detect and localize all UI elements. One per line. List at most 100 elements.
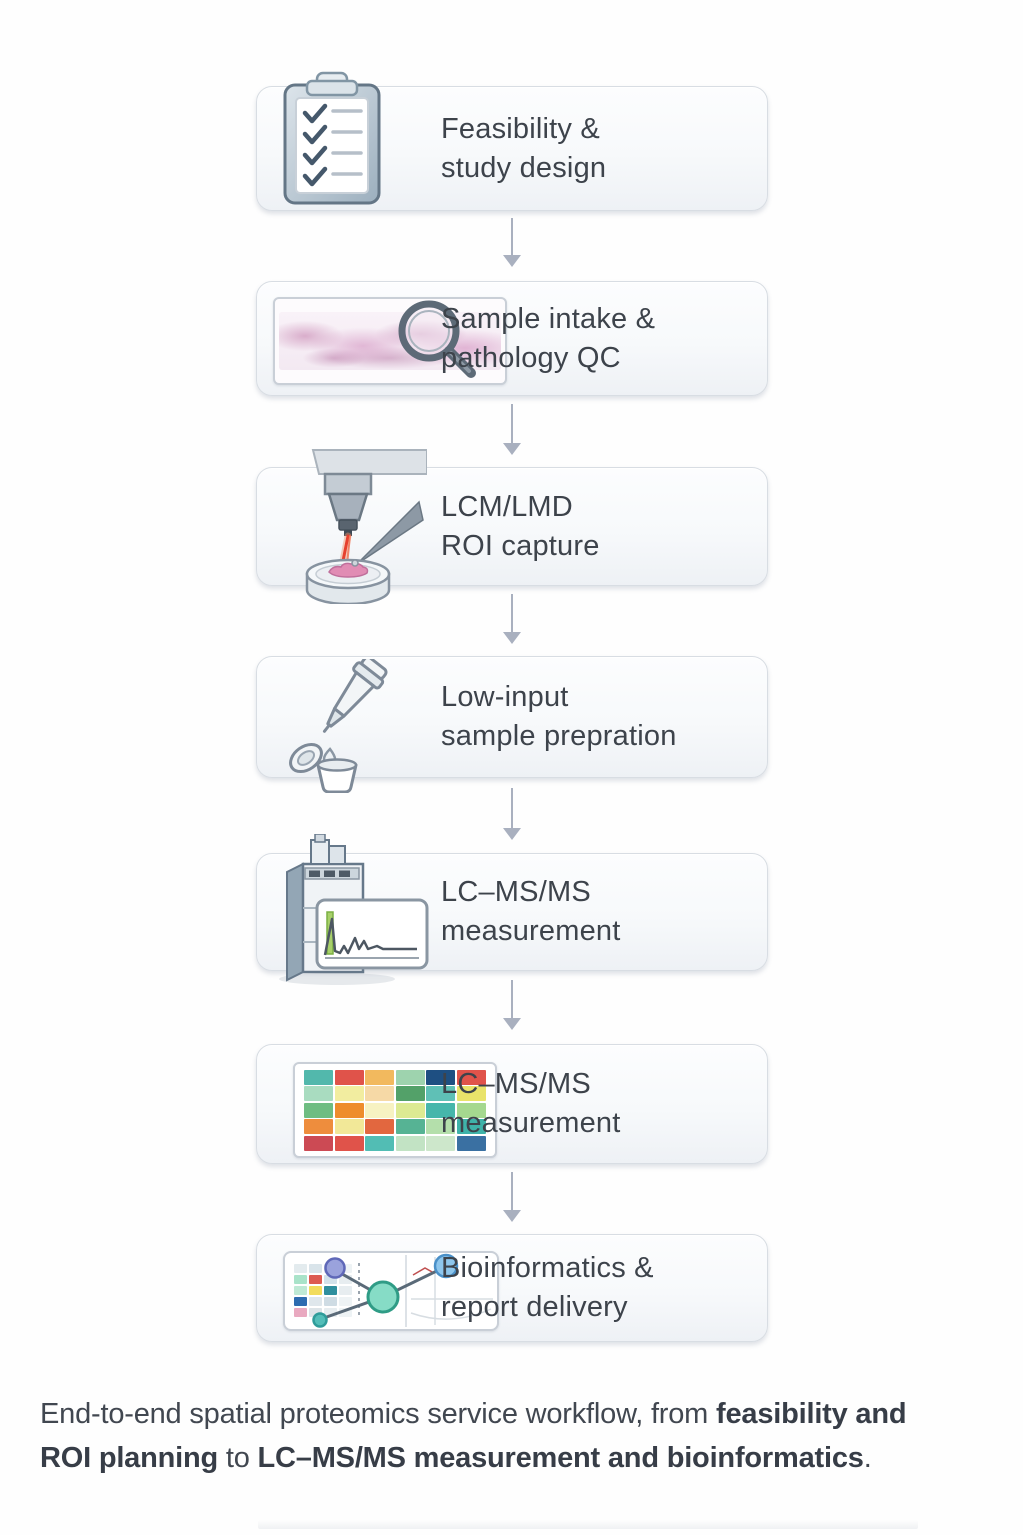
heatmap-cell — [365, 1086, 395, 1101]
arrow-head — [503, 1210, 521, 1222]
caption-bold-feasibility: feasibility and ROI planning — [40, 1398, 907, 1474]
mini-heatmap-cell — [309, 1275, 322, 1284]
heatmap-cell — [456, 1135, 486, 1151]
step-label-line2: report delivery — [441, 1291, 628, 1323]
arrow-shaft — [511, 788, 513, 828]
magnifier-icon — [398, 300, 476, 378]
clipboard-checklist-icon — [283, 71, 381, 205]
heatmap-cell — [304, 1069, 334, 1085]
mini-heatmap-cell — [324, 1297, 337, 1306]
heatmap-cell — [304, 1135, 334, 1151]
flow-arrow — [502, 218, 522, 267]
arrow-head — [503, 632, 521, 644]
step-label-line1: Feasibility & — [441, 112, 600, 145]
heatmap-cell — [304, 1119, 334, 1134]
step-label: Low-input sample prepration — [441, 678, 677, 756]
tissue-sample — [328, 562, 369, 578]
heatmap-icon — [293, 1062, 497, 1158]
heatmap-cell — [395, 1102, 425, 1118]
figure-caption: End-to-end spatial proteomics service wo… — [40, 1392, 952, 1480]
heatmap-cell — [395, 1069, 425, 1085]
flow-arrow — [502, 788, 522, 840]
heatmap-cell — [334, 1119, 364, 1134]
step-label-line1: Low-input — [441, 681, 569, 713]
flow-arrow — [502, 1172, 522, 1222]
flow-arrow — [502, 404, 522, 455]
mini-heatmap-cell — [339, 1275, 352, 1284]
chromatogram-trace — [323, 917, 417, 956]
heatmap-cell — [334, 1102, 364, 1118]
step-box-feasibility: Feasibility & study design — [256, 71, 768, 211]
heatmap-cell — [365, 1135, 395, 1151]
bottom-edge-artifact — [258, 1520, 918, 1529]
heatmap-cell — [456, 1119, 486, 1134]
step-label: LC–MS/MS measurement — [441, 873, 621, 951]
heatmap-cell — [395, 1135, 425, 1151]
step-box-sample-prep: Low-input sample prepration — [256, 656, 768, 793]
mini-heatmap-cell — [339, 1297, 352, 1306]
mini-heatmap-cell — [294, 1308, 307, 1317]
step-label-line2: sample prepration — [441, 720, 677, 752]
arrow-shaft — [511, 980, 513, 1018]
flow-arrow — [502, 594, 522, 644]
network-node-center — [366, 1280, 400, 1314]
heatmap-cell — [456, 1102, 486, 1118]
histology-slide-magnifier-icon — [273, 297, 507, 385]
step-label-line1: LC–MS/MS — [441, 1068, 591, 1100]
arrow-shaft — [511, 594, 513, 632]
step-box-lcm-roi: LCM/LMD ROI capture — [256, 449, 768, 604]
caption-text: . — [863, 1442, 872, 1474]
heatmap-cell — [365, 1119, 395, 1134]
step-label-line1: Sample intake & — [441, 302, 656, 335]
mini-heatmap-cell — [294, 1264, 307, 1273]
network-report-icon — [283, 1251, 499, 1331]
heatmap-cell — [456, 1069, 486, 1085]
step-label-line2: study design — [441, 151, 607, 184]
heatmap-cell — [334, 1086, 364, 1101]
step-box-bioinformatics: Bioinformatics & report delivery — [256, 1234, 768, 1342]
arrow-head — [503, 828, 521, 840]
heatmap-cell — [304, 1102, 334, 1118]
heatmap-cell — [365, 1069, 395, 1085]
mini-heatmap-cell — [309, 1264, 322, 1273]
heatmap-cell — [426, 1086, 456, 1101]
mini-heatmap-cell — [324, 1308, 337, 1317]
step-label: LC–MS/MS measurement — [441, 1065, 621, 1143]
mini-heatmap-cell — [339, 1286, 352, 1295]
dendrogram-dots — [358, 1263, 360, 1319]
mini-heatmap-cell — [294, 1275, 307, 1284]
step-label-line2: ROI capture — [441, 529, 600, 562]
step-label-line2: measurement — [441, 915, 621, 947]
caption-bold-lcms: LC–MS/MS measurement and bioinformatics — [257, 1442, 864, 1474]
step-box-lcms-heatmap: LC–MS/MS measurement — [256, 1044, 768, 1164]
mini-heatmap-cell — [294, 1286, 307, 1295]
mini-heatmap-cell — [294, 1297, 307, 1306]
heatmap-cell — [334, 1135, 364, 1151]
arrow-head — [503, 443, 521, 455]
step-label-line1: LCM/LMD — [441, 490, 573, 523]
heatmap-cell — [426, 1069, 456, 1085]
mini-heatmap-cell — [309, 1308, 322, 1317]
mini-heatmap-cell — [339, 1308, 352, 1317]
heatmap-cell — [304, 1086, 334, 1101]
arrow-head — [503, 1018, 521, 1030]
heatmap-grid — [304, 1069, 486, 1151]
heatmap-cell — [395, 1086, 425, 1101]
step-box-sample-intake: Sample intake & pathology QC — [256, 281, 768, 396]
network-node-purple — [324, 1257, 346, 1279]
heatmap-cell — [426, 1135, 456, 1151]
network-node-blue — [433, 1253, 459, 1279]
pipette-microtube-icon — [289, 659, 388, 793]
heatmap-cell — [426, 1102, 456, 1118]
mini-heatmap-cell — [309, 1286, 322, 1295]
heatmap-cell — [456, 1086, 486, 1101]
heatmap-cell — [334, 1069, 364, 1085]
step-label-line2: measurement — [441, 1107, 621, 1139]
caption-text: to — [218, 1442, 258, 1474]
heatmap-cell — [426, 1119, 456, 1134]
arrow-shaft — [511, 218, 513, 255]
laser-capture-microdissection-icon — [305, 449, 427, 604]
mini-heatmap-cell — [309, 1297, 322, 1306]
network-graph — [312, 1253, 493, 1328]
